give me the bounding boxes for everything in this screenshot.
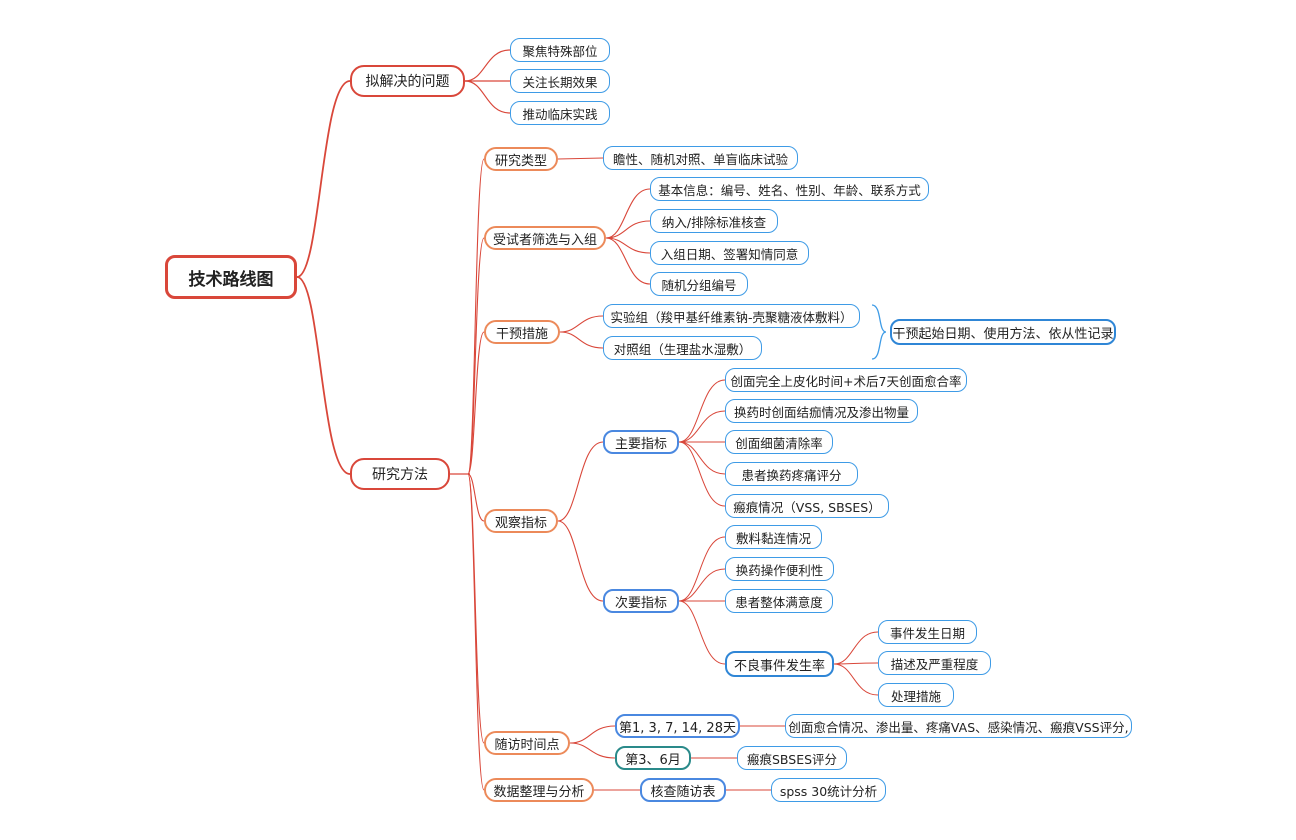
problem-item[interactable]: 聚焦特殊部位 (510, 38, 610, 62)
adverse-events-node[interactable]: 不良事件发生率 (725, 651, 834, 677)
connector-curve (557, 520, 604, 602)
connector-curve (569, 725, 616, 744)
connector-curve (464, 80, 511, 114)
connector-curve (678, 441, 726, 475)
followup-early-detail[interactable]: 创面愈合情况、渗出量、疼痛VAS、感染情况、瘢痕VSS评分, (785, 714, 1132, 738)
primary-item[interactable]: 患者换药疼痛评分 (725, 462, 858, 486)
secondary-item[interactable]: 换药操作便利性 (725, 557, 834, 581)
methods-node[interactable]: 研究方法 (350, 458, 450, 490)
problems-node[interactable]: 拟解决的问题 (350, 65, 465, 97)
adverse-item[interactable]: 事件发生日期 (878, 620, 977, 644)
check-followup-node[interactable]: 核查随访表 (640, 778, 726, 802)
connector-curve (464, 49, 511, 82)
screening-item[interactable]: 随机分组编号 (650, 272, 748, 296)
root-node[interactable]: 技术路线图 (165, 255, 297, 299)
followup-node[interactable]: 随访时间点 (484, 731, 570, 755)
problem-item[interactable]: 关注长期效果 (510, 69, 610, 93)
problem-item[interactable]: 推动临床实践 (510, 101, 610, 125)
connector-curve (296, 276, 351, 475)
screening-item[interactable]: 纳入/排除标准核查 (650, 209, 778, 233)
adverse-item[interactable]: 处理措施 (878, 683, 954, 707)
connector-curve (678, 379, 726, 443)
connector-curve (605, 220, 651, 239)
analysis-node[interactable]: 数据整理与分析 (484, 778, 594, 802)
primary-item[interactable]: 创面细菌清除率 (725, 430, 833, 454)
connector-curve (467, 473, 485, 791)
connector-curve (559, 331, 604, 349)
primary-item[interactable]: 创面完全上皮化时间+术后7天创面愈合率 (725, 368, 967, 392)
adverse-item[interactable]: 描述及严重程度 (878, 651, 991, 675)
spss-analysis-node[interactable]: spss 30统计分析 (771, 778, 886, 802)
followup-early-node[interactable]: 第1, 3, 7, 14, 28天 (615, 714, 740, 738)
followup-late-node[interactable]: 第3、6月 (615, 746, 691, 770)
connector-curve (605, 237, 651, 285)
connector-curve (467, 473, 485, 522)
primary-item[interactable]: 换药时创面结痂情况及渗出物量 (725, 399, 918, 423)
brace-connector (871, 304, 887, 360)
connector-curve (296, 80, 351, 278)
connector-curve (557, 441, 604, 522)
observation-node[interactable]: 观察指标 (484, 509, 558, 533)
connector-curve (467, 331, 485, 475)
secondary-index-node[interactable]: 次要指标 (603, 589, 679, 613)
primary-item[interactable]: 瘢痕情况（VSS, SBSES） (725, 494, 889, 518)
connector-curve (467, 158, 485, 475)
primary-index-node[interactable]: 主要指标 (603, 430, 679, 454)
connector-curve (833, 631, 879, 665)
study-type-detail[interactable]: 瞻性、随机对照、单盲临床试验 (603, 146, 798, 170)
connector-curve (833, 662, 879, 665)
connector-curve (467, 473, 485, 744)
screening-item[interactable]: 基本信息：编号、姓名、性别、年龄、联系方式 (650, 177, 929, 201)
screening-node[interactable]: 受试者筛选与入组 (484, 226, 606, 250)
connector-curve (569, 742, 616, 759)
connector-curve (678, 600, 726, 665)
connector-curve (678, 568, 726, 602)
connector-curve (605, 188, 651, 239)
intervention-node[interactable]: 干预措施 (484, 320, 560, 344)
screening-item[interactable]: 入组日期、签署知情同意 (650, 241, 809, 265)
connector-curve (678, 441, 726, 507)
connector-curve (678, 536, 726, 602)
intervention-item[interactable]: 实验组（羧甲基纤维素钠-壳聚糖液体敷料） (603, 304, 860, 328)
followup-late-detail[interactable]: 瘢痕SBSES评分 (737, 746, 847, 770)
intervention-record[interactable]: 干预起始日期、使用方法、依从性记录 (890, 319, 1116, 345)
connector-curve (559, 315, 604, 333)
connector-curve (833, 663, 879, 696)
intervention-item[interactable]: 对照组（生理盐水湿敷） (603, 336, 762, 360)
connector-line (557, 157, 604, 160)
connector-curve (467, 237, 485, 475)
secondary-item[interactable]: 患者整体满意度 (725, 589, 833, 613)
study-type-node[interactable]: 研究类型 (484, 147, 558, 171)
connector-curve (678, 410, 726, 443)
secondary-item[interactable]: 敷料黏连情况 (725, 525, 822, 549)
